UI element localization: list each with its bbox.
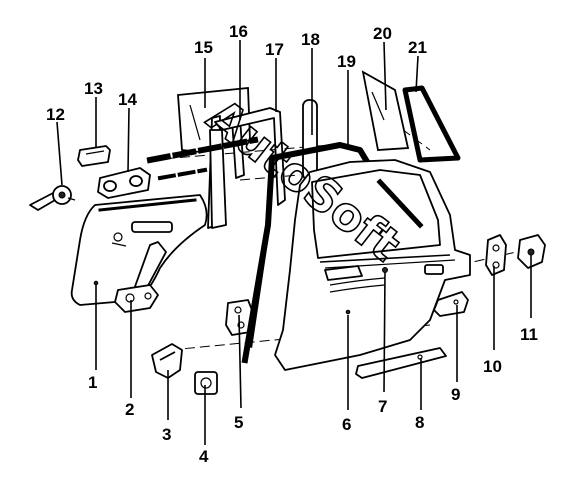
callout-2: 2 [125, 400, 134, 419]
callout-7: 7 [378, 397, 387, 416]
callout-9: 9 [451, 385, 460, 404]
callout-13: 13 [84, 79, 103, 98]
callout-6: 6 [342, 415, 351, 434]
callout-12: 12 [46, 105, 65, 124]
callout-20: 20 [373, 24, 392, 43]
moulding-end-9 [433, 291, 469, 317]
callout-11: 11 [520, 325, 538, 344]
handle-bezel-14 [97, 136, 259, 199]
side-moulding-8 [355, 347, 447, 379]
callout-16: 16 [229, 22, 248, 41]
check-link-10 [485, 234, 507, 276]
quarter-glass-20 [361, 70, 410, 151]
callout-4: 4 [199, 447, 209, 466]
callout-8: 8 [415, 413, 424, 432]
callout-15: 15 [194, 38, 213, 57]
trim-piece-13 [77, 145, 111, 167]
callout-1: 1 [88, 373, 97, 392]
leader-lines [56, 40, 532, 445]
window-regulator-2 [114, 241, 167, 313]
callout-3: 3 [162, 425, 171, 444]
callout-10: 10 [483, 357, 502, 376]
callout-19: 19 [337, 52, 356, 71]
latch-remote-3 [151, 343, 183, 379]
window-crank-12 [29, 185, 76, 211]
callout-21: 21 [408, 38, 427, 57]
door-weatherstrip-19 [241, 142, 380, 364]
quarter-window-frame-21 [402, 85, 461, 163]
callout-labels: 1 2 3 4 5 6 7 8 9 10 11 12 13 14 15 16 1… [46, 22, 538, 466]
door-lock-11 [517, 234, 546, 269]
door-shell-6 [274, 159, 471, 371]
window-frame-17 [209, 107, 286, 229]
callout-14: 14 [118, 90, 137, 109]
callout-18: 18 [301, 30, 320, 49]
callout-17: 17 [265, 40, 284, 59]
lock-cylinder-4 [194, 371, 218, 395]
callout-5: 5 [234, 413, 243, 432]
